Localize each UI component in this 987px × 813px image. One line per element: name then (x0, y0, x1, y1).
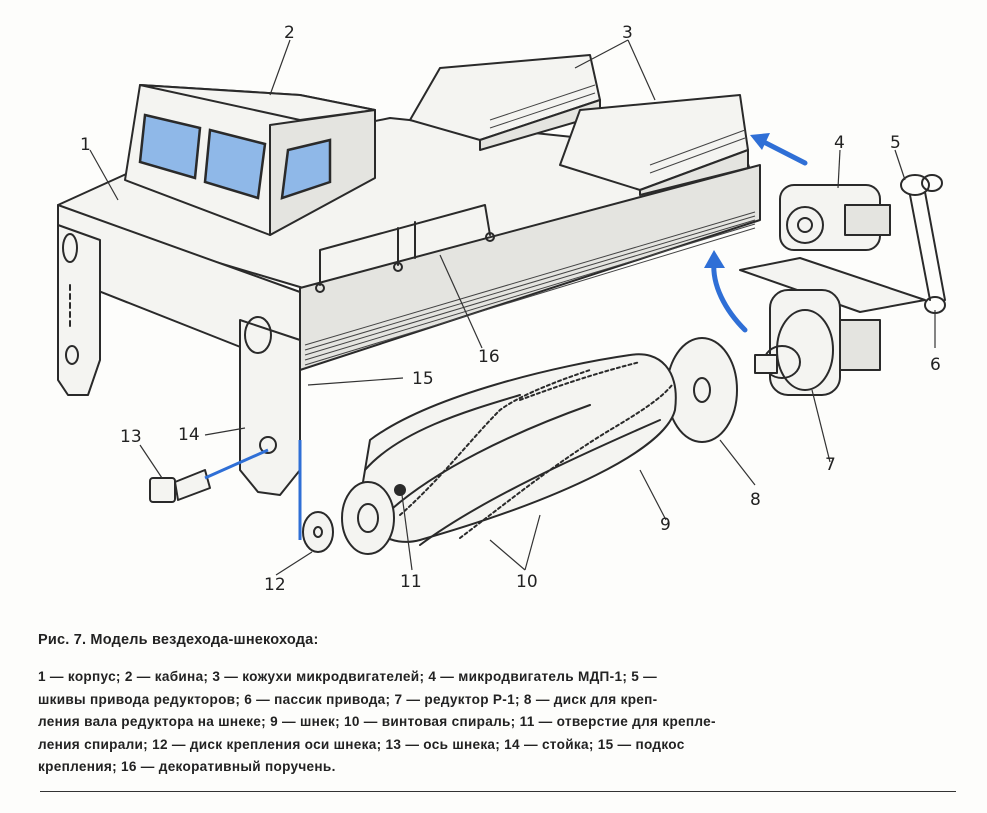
label-11: 11 (400, 572, 422, 592)
label-4: 4 (834, 133, 845, 153)
motor-covers (409, 54, 749, 196)
arrow-lower (711, 259, 748, 333)
reducer (739, 257, 926, 396)
figure-caption: Рис. 7. Модель вездехода-шнекохода: 1 — … (38, 632, 963, 779)
cabin-window-center (203, 128, 267, 200)
label-6: 6 (930, 355, 941, 375)
caption-line-4: ления спирали; 12 — диск крепления оси ш… (38, 736, 685, 752)
bottom-rule (40, 791, 956, 792)
label-9: 9 (660, 515, 671, 535)
auger (359, 353, 677, 546)
cabin-window-right (280, 138, 332, 200)
label-10: 10 (516, 572, 538, 592)
leader-lines (89, 39, 936, 576)
label-7: 7 (825, 455, 836, 475)
disk-axle-mount (302, 481, 395, 555)
label-13: 13 (120, 427, 142, 447)
label-5: 5 (890, 133, 901, 153)
caption-line-3: ления вала редуктора на шнеке; 9 — шнек;… (38, 714, 716, 729)
label-12: 12 (264, 575, 286, 595)
caption-text: 1 — корпус; 2 — кабина; 3 — кожухи микро… (38, 666, 963, 779)
handrail (315, 204, 495, 293)
caption-line-1: 1 — корпус; 2 — кабина; 3 — кожухи микро… (38, 669, 658, 684)
label-3: 3 (622, 23, 633, 43)
axis-line-upper (204, 448, 269, 480)
caption-line-2: шкивы привода редукторов; 6 — пассик при… (38, 691, 658, 707)
label-16: 16 (478, 347, 500, 367)
disk-reducer-mount (666, 337, 738, 443)
label-2: 2 (284, 23, 295, 43)
label-15: 15 (412, 369, 434, 389)
arrow-upper (757, 137, 808, 166)
label-1: 1 (80, 135, 91, 155)
caption-title: Рис. 7. Модель вездехода-шнекохода: (38, 632, 319, 648)
cabin (124, 84, 376, 236)
micro-motor (779, 174, 946, 314)
label-14: 14 (178, 425, 200, 445)
caption-line-5: крепления; 16 — декоративный поручень. (38, 759, 336, 774)
schematic-drawing: 1 2 3 4 5 6 7 8 9 10 11 12 13 14 15 16 (57, 23, 946, 595)
cabin-window-left (138, 113, 202, 180)
auger-axle (149, 469, 211, 503)
label-8: 8 (750, 490, 761, 510)
